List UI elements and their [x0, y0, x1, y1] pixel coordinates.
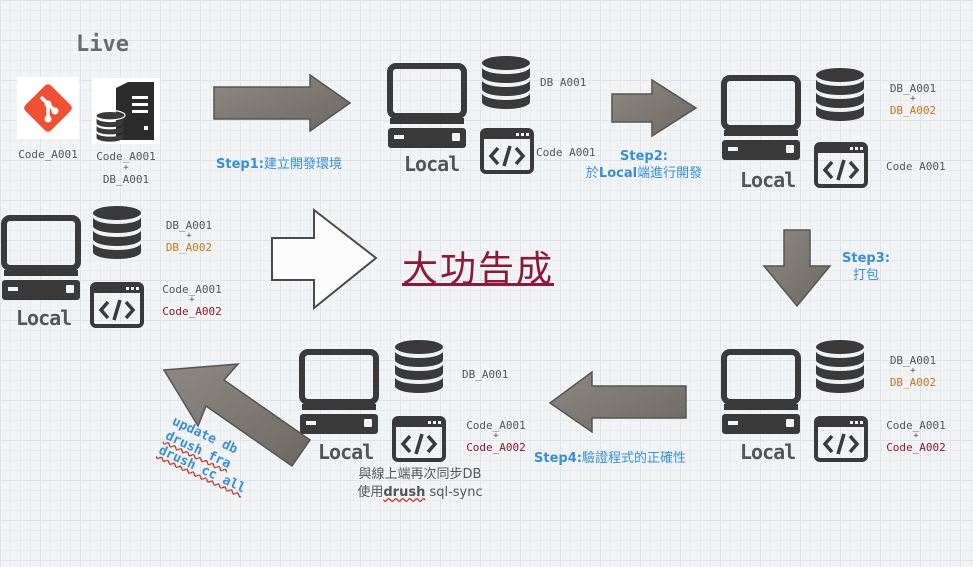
node4-computer-icon — [300, 350, 380, 436]
sync-line2: 使用drush sql-sync — [340, 484, 500, 502]
server-plus-text: + — [123, 163, 129, 173]
node4-code1-text: Code_A001 — [466, 419, 526, 432]
arrow-done — [271, 207, 378, 311]
node2-code-label: Code A001 — [886, 160, 946, 173]
node3-code-icon — [90, 282, 144, 328]
node3-code2-text: Code_A002 — [162, 305, 222, 318]
node4-code-icon — [392, 416, 446, 462]
node5-db2-text: DB_A002 — [889, 376, 937, 389]
arrow-step1 — [213, 73, 352, 133]
node4-local-label: Local — [318, 440, 374, 464]
node1-code-icon — [480, 128, 534, 174]
node5-code-icon — [814, 416, 868, 462]
step1-label: Step1:建立開發環境 — [216, 156, 342, 173]
node2-local-label: Local — [740, 168, 796, 192]
node3-code-plus-text: + — [189, 295, 195, 305]
live-label: Live — [76, 32, 129, 57]
node5-code1-text: Code_A001 — [886, 419, 946, 432]
node4-db-label: DB_A001 — [462, 368, 509, 381]
arrow-deploy — [162, 363, 312, 468]
live-server — [92, 78, 160, 144]
node3-plus-text: + — [186, 231, 192, 241]
node2-db2-text: DB_A002 — [889, 104, 937, 117]
node2-db1-text: DB_A001 — [889, 82, 937, 95]
node2-code-icon — [814, 142, 868, 188]
server-caption: Code_A001 + DB_A001 — [90, 150, 162, 186]
server-icon — [94, 82, 154, 142]
arrow-step2 — [611, 78, 698, 138]
server-db-text: DB_A001 — [102, 173, 150, 186]
page-title: 大功告成 — [402, 249, 555, 290]
sync-note: 與線上端再次同步DB 使用drush sql-sync — [340, 466, 500, 502]
node1-db-label: DB A001 — [540, 76, 587, 89]
node4-code2-text: Code_A002 — [466, 441, 526, 454]
sync-line2-post: sql-sync — [425, 485, 483, 500]
node3-database-icon — [93, 206, 141, 259]
node3-db1-text: DB_A001 — [165, 219, 213, 232]
node5-db1-text: DB_A001 — [889, 354, 937, 367]
node3-code1-text: Code_A001 — [162, 283, 222, 296]
step2-bold: Local — [598, 166, 638, 181]
step3-label: Step3: 打包 — [842, 250, 890, 284]
step2-pre: 於 — [585, 166, 599, 181]
node4-code-label: Code_A001 + Code_A002 — [460, 419, 532, 454]
node5-database-icon — [816, 340, 864, 393]
step2-head: Step2: — [620, 149, 668, 164]
step2-text: 端進行開發 — [637, 166, 703, 181]
sync-line2-pre: 使用 — [357, 485, 384, 500]
sync-line2-cmd: drush — [383, 485, 426, 500]
arrow-step3 — [762, 229, 832, 308]
server-code-text: Code_A001 — [96, 150, 156, 163]
node2-computer-icon — [722, 76, 802, 162]
node3-computer-icon — [2, 216, 82, 302]
step3-text: 打包 — [852, 268, 879, 283]
node5-plus-text: + — [910, 366, 916, 376]
node5-code-label: Code_A001 + Code_A002 — [880, 419, 952, 454]
git-caption: Code_A001 — [18, 148, 78, 161]
node5-computer-icon — [722, 350, 802, 436]
node5-db-label: DB_A001 + DB_A002 — [880, 354, 946, 389]
step3-head: Step3: — [842, 251, 890, 266]
node5-local-label: Local — [740, 440, 796, 464]
node1-code-label: Code A001 — [536, 146, 596, 159]
node4-database-icon — [395, 340, 443, 393]
node3-local-label: Local — [16, 306, 72, 330]
sync-line1: 與線上端再次同步DB — [358, 467, 482, 482]
step4-label: Step4:驗證程式的正確性 — [534, 450, 686, 467]
node1-database-icon — [482, 56, 530, 109]
step2-label: Step2: 於Local端進行開發 — [578, 148, 710, 182]
step4-text: 驗證程式的正確性 — [581, 451, 686, 466]
node4-code-plus-text: + — [493, 431, 499, 441]
git-logo — [17, 77, 79, 139]
node2-plus-text: + — [910, 94, 916, 104]
node5-code-plus-text: + — [913, 431, 919, 441]
git-icon — [24, 84, 72, 132]
node2-database-icon — [816, 68, 864, 121]
step1-text: 建立開發環境 — [263, 157, 342, 172]
step4-head: Step4: — [534, 451, 582, 466]
node3-db2-text: DB_A002 — [165, 241, 213, 254]
step1-head: Step1: — [216, 157, 264, 172]
node1-local-label: Local — [404, 152, 460, 176]
node3-code-label: Code_A001 + Code_A002 — [156, 283, 228, 318]
node5-code2-text: Code_A002 — [886, 441, 946, 454]
node1-computer-icon — [388, 64, 468, 150]
arrow-step4 — [548, 370, 687, 434]
node3-db-label: DB_A001 + DB_A002 — [156, 219, 222, 254]
node2-db-label: DB_A001 + DB_A002 — [880, 82, 946, 117]
